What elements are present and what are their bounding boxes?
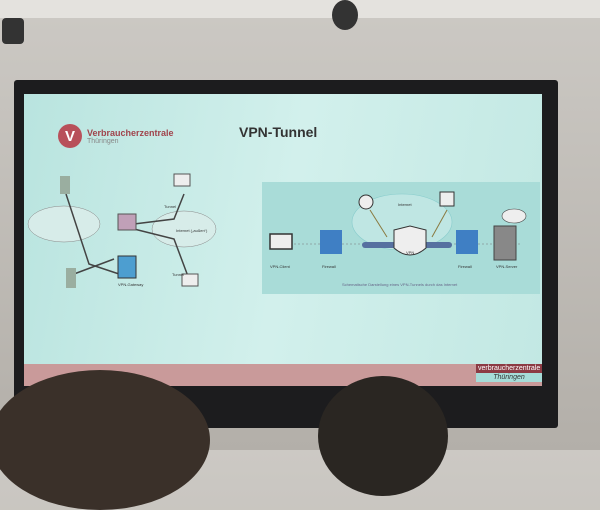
monitor-icon [269, 233, 293, 250]
logo: V Verbraucherzentrale Thüringen [58, 124, 174, 148]
audience-head [318, 376, 448, 496]
audience-head [0, 370, 210, 510]
vpn-diagram [269, 191, 527, 261]
label-firewall: Firewall [322, 264, 336, 269]
server-icon [493, 225, 517, 261]
firewall-icon [320, 230, 342, 254]
server-icon [66, 268, 76, 288]
diagram-caption: Schematische Darstellung eines VPN-Tunne… [342, 282, 458, 287]
label: Internet („außen“) [176, 228, 208, 233]
hacker-icon [358, 194, 374, 210]
firewall-icon [456, 230, 478, 254]
ceiling-spotlight [2, 18, 24, 44]
logo-v-icon: V [58, 124, 82, 148]
label: VPN-Gateway [118, 282, 144, 287]
cloud-upload-icon [501, 208, 527, 224]
logo-name: Verbraucherzentrale [87, 127, 174, 138]
footer-brand-region: Thüringen [476, 373, 542, 382]
router-icon [117, 213, 137, 231]
bank-icon [439, 191, 455, 207]
ceiling [0, 0, 600, 18]
footer-brand-name: verbraucherzentrale [476, 364, 542, 373]
label-firewall: Firewall [458, 264, 472, 269]
vpn-diagram-panel: VPN-Client Firewall Internet VPN Firewal… [262, 182, 540, 294]
presentation-slide: V Verbraucherzentrale Thüringen VPN-Tunn… [24, 94, 542, 386]
laptop-icon [181, 273, 199, 287]
shield-lock-icon [393, 225, 427, 256]
label: Tunnel [164, 204, 177, 209]
laptop-icon [173, 173, 191, 187]
label-vpn-client: VPN-Client [270, 264, 290, 269]
network-diagram [27, 173, 217, 288]
ceiling-spotlight [332, 0, 358, 30]
label: Tunnel [172, 272, 185, 277]
logo-region: Thüringen [87, 137, 119, 145]
footer-brand: verbraucherzentrale Thüringen [476, 364, 542, 382]
cloud-inside [27, 205, 101, 243]
slide-title: VPN-Tunnel [239, 124, 318, 140]
label-internet: Internet [398, 202, 412, 207]
server-icon [60, 176, 70, 194]
vpn-gateway-icon [117, 255, 137, 279]
label-vpn-server: VPN-Server [496, 264, 518, 269]
label-vpn: VPN [406, 250, 415, 255]
